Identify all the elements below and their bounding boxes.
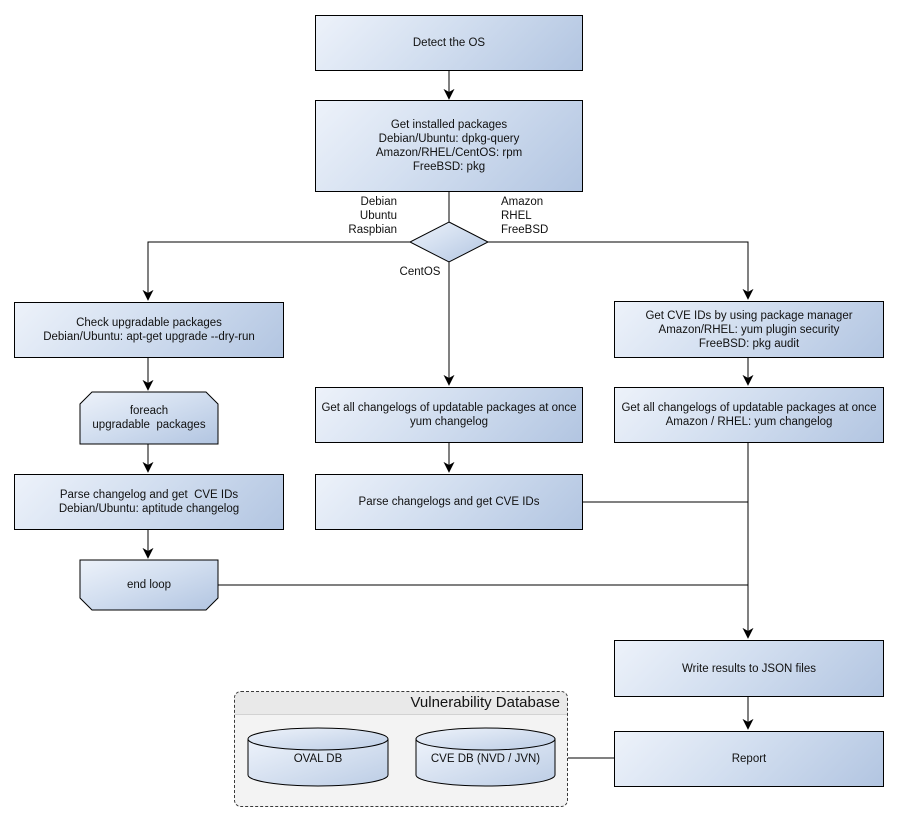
node-check-upgradable-packages: Check upgradable packages Debian/Ubuntu:… <box>14 302 284 358</box>
branch-label-amazon: Amazon RHEL FreeBSD <box>501 196 549 236</box>
node-report: Report <box>614 731 884 787</box>
node-parse-changelogs: Parse changelogs and get CVE IDs <box>315 474 583 530</box>
node-line: Report <box>731 753 767 765</box>
oval-db-label: OVAL DB <box>293 753 343 765</box>
node-line: upgradable packages <box>92 419 206 431</box>
node-line: Debian/Ubuntu: aptitude changelog <box>58 503 240 515</box>
foreach-loop-label: foreach upgradable packages <box>80 392 218 444</box>
node-line: Write results to JSON files <box>682 662 816 675</box>
node-line: Debian/Ubuntu: dpkg-query <box>378 133 520 145</box>
cve-db-label: CVE DB (NVD / JVN) <box>430 753 541 765</box>
node-line: Detect the OS <box>412 37 486 49</box>
node-line: yum changelog <box>410 416 488 428</box>
node-line: Debian/Ubuntu: apt-get upgrade --dry-run <box>43 331 255 343</box>
node-line: Get installed packages <box>390 119 508 131</box>
os-decision-diamond <box>408 221 490 263</box>
vulnerability-database-title: Vulnerability Database <box>235 692 567 715</box>
end-loop-label: end loop <box>80 560 218 610</box>
node-line: foreach <box>129 405 169 417</box>
node-get-installed-packages: Get installed packages Debian/Ubuntu: dp… <box>315 100 583 192</box>
arrow-decision-to-get-cve-ids <box>488 241 754 300</box>
node-line: Amazon/RHEL: yum plugin security <box>658 323 840 336</box>
vulnerability-database-group: Vulnerability Database <box>234 691 568 807</box>
branch-label-debian: Debian Ubuntu Raspbian <box>348 196 397 236</box>
node-line: FreeBSD: pkg <box>412 161 486 173</box>
node-line: FreeBSD: pkg audit <box>698 337 800 350</box>
node-line: Amazon / RHEL: yum changelog <box>665 416 833 428</box>
node-line: Check upgradable packages <box>76 317 222 329</box>
branch-label-centos: CentOS <box>399 266 441 278</box>
node-line: Parse changelog and get CVE IDs <box>59 489 239 501</box>
node-get-cve-ids-package-manager: Get CVE IDs by using package manager Ama… <box>614 301 884 358</box>
node-line: Parse changelogs and get CVE IDs <box>358 496 540 508</box>
node-line: Get all changelogs of updatable packages… <box>621 402 877 414</box>
node-get-changelogs-centos: Get all changelogs of updatable packages… <box>315 387 583 443</box>
node-write-results: Write results to JSON files <box>614 640 884 697</box>
node-line: Get CVE IDs by using package manager <box>645 309 853 322</box>
node-line: end loop <box>126 579 172 591</box>
node-get-changelogs-amazon-rhel: Get all changelogs of updatable packages… <box>614 387 884 443</box>
node-detect-os: Detect the OS <box>315 15 583 71</box>
node-line: Get all changelogs of updatable packages… <box>321 402 577 414</box>
node-line: Amazon/RHEL/CentOS: rpm <box>375 147 523 159</box>
node-parse-changelog-debian: Parse changelog and get CVE IDs Debian/U… <box>14 474 284 530</box>
